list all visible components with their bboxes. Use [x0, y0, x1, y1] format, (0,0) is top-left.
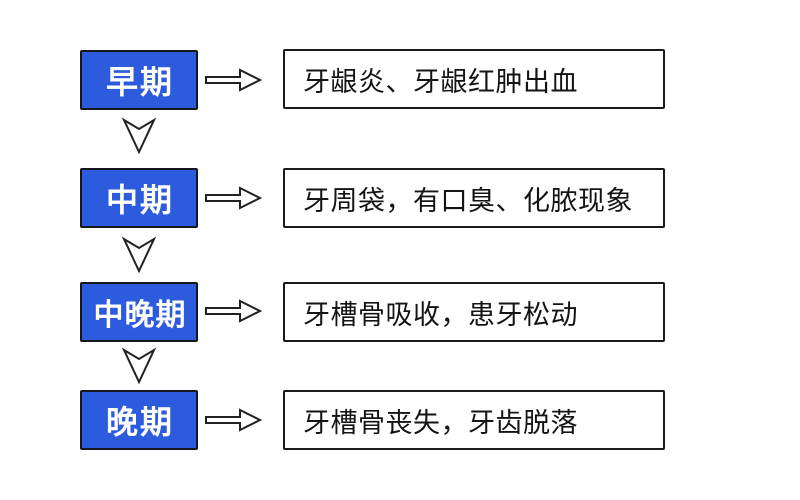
down-arrow-icon	[120, 236, 158, 273]
stage-label: 早期	[105, 63, 174, 101]
desc-box-early: 牙龈炎、牙龈红肿出血	[283, 49, 665, 109]
stage-label: 中晚期	[93, 298, 187, 333]
desc-text: 牙周袋，有口臭、化脓现象	[303, 185, 633, 217]
right-arrow-icon	[203, 65, 263, 95]
stage-box-early: 早期	[80, 50, 198, 110]
desc-text: 牙龈炎、牙龈红肿出血	[303, 66, 578, 98]
right-arrow-icon	[203, 296, 263, 326]
right-arrow-icon	[203, 405, 263, 435]
stage-box-middle: 中期	[80, 168, 198, 228]
desc-box-late: 牙槽骨丧失，牙齿脱落	[283, 390, 665, 450]
desc-box-mid-late: 牙槽骨吸收，患牙松动	[283, 282, 665, 342]
stage-label: 晚期	[105, 403, 174, 441]
right-arrow-icon	[203, 183, 263, 213]
desc-text: 牙槽骨丧失，牙齿脱落	[303, 407, 578, 439]
down-arrow-icon	[120, 347, 158, 384]
stage-label: 中期	[105, 181, 174, 219]
stage-box-late: 晚期	[80, 390, 198, 450]
stage-box-mid-late: 中晚期	[80, 282, 198, 342]
down-arrow-icon	[120, 117, 158, 154]
desc-text: 牙槽骨吸收，患牙松动	[303, 299, 578, 331]
desc-box-middle: 牙周袋，有口臭、化脓现象	[283, 168, 665, 228]
